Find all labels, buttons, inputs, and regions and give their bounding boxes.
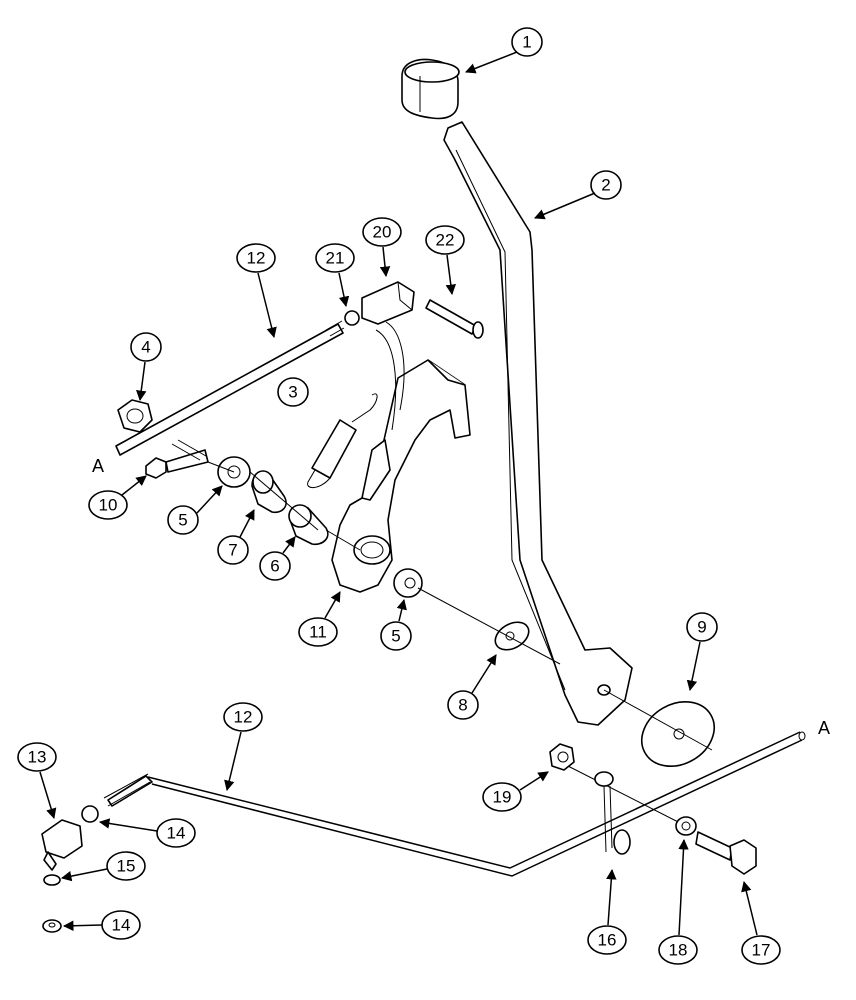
clevis <box>344 281 415 326</box>
upper-rod <box>115 320 345 456</box>
callout-20-text: 20 <box>373 223 392 242</box>
washer-18 <box>675 816 697 836</box>
callout-8: 8 <box>447 690 479 720</box>
callout-20: 20 <box>362 217 402 247</box>
callout-22-text: 22 <box>436 231 455 250</box>
callout-1-text: 1 <box>522 33 531 52</box>
callout-17: 17 <box>741 935 781 965</box>
callout-22: 22 <box>425 225 465 255</box>
callout-10: 10 <box>88 490 128 520</box>
callout-3: 3 <box>277 377 309 407</box>
lever-arm <box>443 121 633 726</box>
callout-3-text: 3 <box>288 383 297 402</box>
callout-6-text: 6 <box>270 557 279 576</box>
callout-19-text: 19 <box>493 788 512 807</box>
callout-12-lower-text: 12 <box>234 708 253 727</box>
callout-16-text: 16 <box>598 931 617 950</box>
callout-8-text: 8 <box>458 696 467 715</box>
lower-rod <box>103 731 806 877</box>
callout-14-upper-text: 14 <box>167 824 186 843</box>
pin-22 <box>425 299 484 339</box>
callout-13-text: 13 <box>28 748 47 767</box>
washer-8 <box>494 621 530 651</box>
callout-14-lower: 14 <box>101 910 141 940</box>
callout-17-text: 17 <box>752 941 771 960</box>
callout-2: 2 <box>590 170 622 200</box>
nut-15 <box>43 874 61 886</box>
callout-14-lower-text: 14 <box>112 916 131 935</box>
assembly-lines <box>207 461 713 829</box>
ball-joint <box>41 805 99 871</box>
clip-16 <box>594 771 631 855</box>
callout-5-upper: 5 <box>167 505 199 535</box>
reference-a-right: A <box>818 718 830 738</box>
callout-18-text: 18 <box>669 941 688 960</box>
callout-11: 11 <box>298 617 338 647</box>
reference-a-left: A <box>92 456 104 476</box>
callout-15-text: 15 <box>117 857 136 876</box>
knob <box>401 58 460 120</box>
nut-14-lower <box>42 919 62 933</box>
callout-15: 15 <box>106 851 146 881</box>
spring <box>307 321 405 488</box>
callout-5-upper-text: 5 <box>178 511 187 530</box>
callout-2-text: 2 <box>601 176 610 195</box>
callout-6: 6 <box>259 551 291 581</box>
nut-19 <box>549 743 575 771</box>
washer-9 <box>641 701 715 767</box>
callout-10-text: 10 <box>99 496 118 515</box>
callout-4-text: 4 <box>141 338 150 357</box>
callout-21: 21 <box>315 243 355 273</box>
callout-19: 19 <box>482 782 522 812</box>
callout-7-text: 7 <box>228 541 237 560</box>
callout-5-lower: 5 <box>380 621 412 651</box>
callout-18: 18 <box>658 935 698 965</box>
callout-12-lower: 12 <box>223 702 263 732</box>
callout-1: 1 <box>511 27 543 57</box>
bolt-10 <box>145 439 209 479</box>
callout-9-text: 9 <box>697 618 706 637</box>
callout-9: 9 <box>686 612 718 642</box>
callout-4: 4 <box>130 332 162 362</box>
callout-16: 16 <box>587 925 627 955</box>
callout-21-text: 21 <box>326 249 345 268</box>
callout-7: 7 <box>217 535 249 565</box>
bolt-17 <box>695 831 757 875</box>
washer-5-lower <box>393 568 423 598</box>
callout-11-text: 11 <box>309 623 327 642</box>
callout-12-upper: 12 <box>236 243 276 273</box>
callout-5-lower-text: 5 <box>391 627 400 646</box>
callout-14-upper: 14 <box>156 818 196 848</box>
nut-4 <box>117 399 153 433</box>
bushing-7 <box>251 470 287 514</box>
callout-13: 13 <box>17 742 57 772</box>
pedal-bracket <box>331 359 471 593</box>
callout-12-upper-text: 12 <box>247 249 266 268</box>
